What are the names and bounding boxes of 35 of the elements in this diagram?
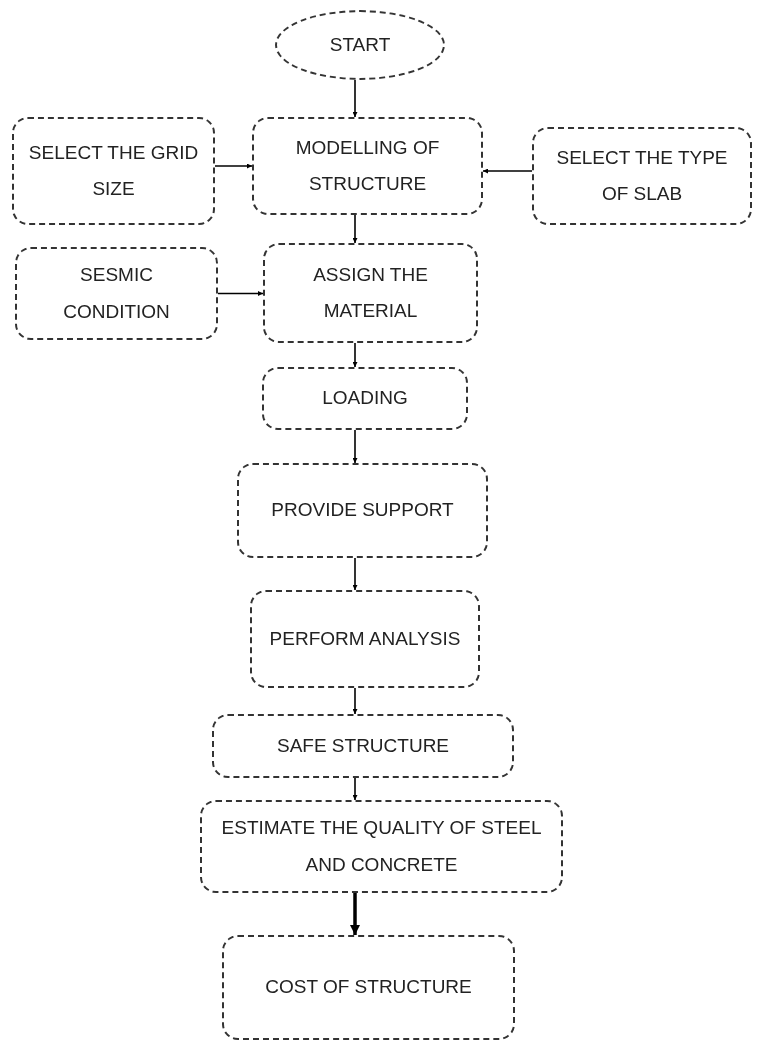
node-label: START xyxy=(328,32,392,57)
node-label: ESTIMATE THE QUALITY OF STEEL AND CONCRETE xyxy=(220,816,543,877)
arrow xyxy=(352,557,358,591)
arrow xyxy=(482,168,533,174)
node-label: COST OF STRUCTURE xyxy=(264,975,473,1000)
node-label: SESMIC CONDITION xyxy=(62,263,171,324)
node-label: MODELLING OF STRUCTURE xyxy=(294,135,441,196)
node-label: SELECT THE TYPE OF SLAB xyxy=(555,145,729,206)
node-label: SAFE STRUCTURE xyxy=(275,733,451,758)
arrow xyxy=(352,429,358,464)
arrow xyxy=(352,214,358,244)
process-box xyxy=(252,117,483,215)
arrow xyxy=(217,291,264,296)
arrow xyxy=(352,79,358,118)
arrow xyxy=(352,342,358,368)
process-box xyxy=(263,243,478,343)
node-label: PROVIDE SUPPORT xyxy=(270,498,455,523)
arrow xyxy=(214,163,253,169)
arrow xyxy=(352,687,358,715)
process-box xyxy=(262,367,468,430)
arrow xyxy=(350,893,360,935)
process-box xyxy=(212,714,514,778)
arrow xyxy=(352,777,358,801)
process-box xyxy=(532,127,752,225)
process-box xyxy=(250,590,480,688)
process-box xyxy=(237,463,488,558)
node-label: SELECT THE GRID SIZE xyxy=(27,140,200,201)
process-box xyxy=(200,800,563,893)
process-box xyxy=(12,117,215,225)
node-label: LOADING xyxy=(321,386,409,411)
node-label: PERFORM ANALYSIS xyxy=(268,626,462,651)
process-box xyxy=(15,247,218,340)
process-box xyxy=(222,935,515,1040)
node-label: ASSIGN THE MATERIAL xyxy=(312,262,429,323)
terminal-ellipse xyxy=(275,10,445,80)
